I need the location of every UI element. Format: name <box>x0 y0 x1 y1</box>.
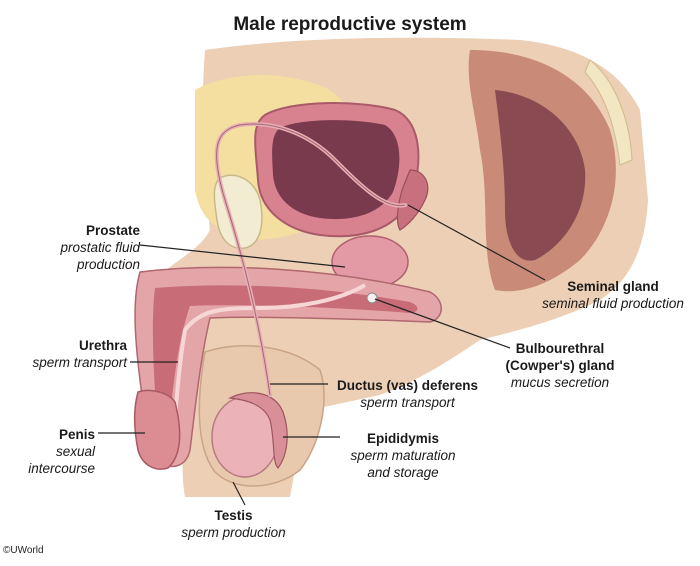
bulbourethral-gland <box>366 292 378 304</box>
leader-testis <box>232 481 246 506</box>
label-bulbourethral-name-2: (Cowper's) gland <box>505 358 615 373</box>
glans <box>133 389 181 470</box>
label-penis-function: sexual intercourse <box>28 444 95 476</box>
label-prostate-function-1: prostatic fluid <box>60 240 140 255</box>
leader-seminal-gland <box>407 204 546 281</box>
label-seminal-gland-name: Seminal gland <box>567 279 659 294</box>
label-urethra-name: Urethra <box>78 338 127 353</box>
epididymis-organ <box>227 392 288 469</box>
label-epididymis-name: Epididymis <box>366 431 439 446</box>
corpus-cavernosum <box>152 285 418 440</box>
label-urethra-function: sperm transport <box>32 355 127 370</box>
leader-bulbourethral <box>374 298 511 349</box>
seminal-vesicle <box>396 169 429 231</box>
ductus-deferens-outline <box>216 123 406 396</box>
bladder-lumen <box>272 120 400 220</box>
leader-lines <box>98 204 546 506</box>
copyright-notice: ©UWorld <box>3 545 44 556</box>
sacrum <box>584 59 633 166</box>
label-testis-name: Testis <box>214 508 253 523</box>
label-epididymis: Epididymis sperm maturation and storage <box>338 430 468 481</box>
leader-prostate <box>139 244 346 268</box>
label-ductus-deferens: Ductus (vas) deferens sperm transport <box>325 377 490 411</box>
label-prostate-name: Prostate <box>85 223 140 238</box>
label-penis: Penis sexual intercourse <box>0 426 95 477</box>
label-bulbourethral-gland: Bulbourethral (Cowper's) gland mucus sec… <box>495 340 625 391</box>
label-bulbourethral-function: mucus secretion <box>510 375 610 390</box>
label-urethra: Urethra sperm transport <box>5 337 127 371</box>
label-ductus-deferens-name: Ductus (vas) deferens <box>336 378 479 393</box>
urethra-channel <box>170 283 367 456</box>
pubic-bone <box>213 174 263 249</box>
label-epididymis-function-1: sperm maturation <box>350 448 456 463</box>
label-penis-name: Penis <box>58 427 95 442</box>
label-testis-function: sperm production <box>181 525 286 540</box>
label-seminal-gland: Seminal gland seminal fluid production <box>528 278 698 312</box>
label-testis: Testis sperm production <box>166 507 301 541</box>
label-ductus-deferens-function: sperm transport <box>360 395 455 410</box>
label-prostate-function-2: production <box>76 257 140 272</box>
label-bulbourethral-name-1: Bulbourethral <box>515 341 605 356</box>
rectum-lumen <box>495 90 586 261</box>
diagram-title: Male reproductive system <box>233 14 467 35</box>
label-seminal-gland-function: seminal fluid production <box>542 296 684 311</box>
label-epididymis-function-2: and storage <box>367 465 439 480</box>
label-prostate: Prostate prostatic fluid production <box>20 222 140 273</box>
